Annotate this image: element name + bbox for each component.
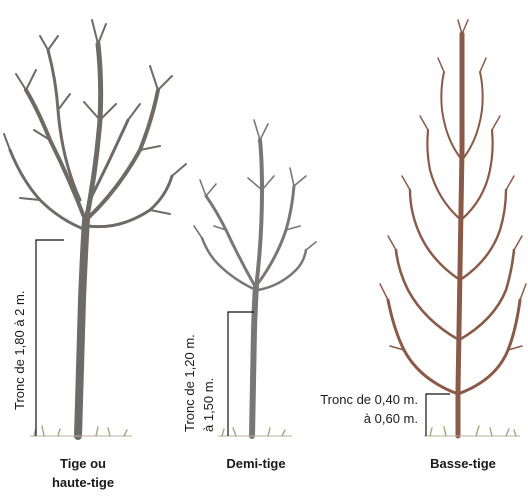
tree-tige [4,20,186,436]
trunk-label-tige: Tronc de 1,80 à 2 m. [12,291,27,410]
trunk-label-basse-line1: Tronc de 0,40 m. [320,392,418,407]
tree-basse [380,20,526,436]
ground [30,426,520,436]
caption-demi: Demi-tige [226,456,285,471]
bracket-tige [36,240,64,436]
caption-basse: Basse-tige [430,456,496,471]
trunk-label-demi-line1: Tronc de 1,20 m. [182,334,197,432]
tree-tige-branches [4,20,186,436]
bracket-basse [426,394,450,436]
trunk-label-basse-line2: à 0,60 m. [364,411,418,426]
trunk-label-demi-line2: à 1,50 m. [201,378,216,432]
tree-basse-branches [380,20,526,436]
caption-tige-line2: haute-tige [52,475,114,490]
caption-tige-line1: Tige ou [60,456,106,471]
